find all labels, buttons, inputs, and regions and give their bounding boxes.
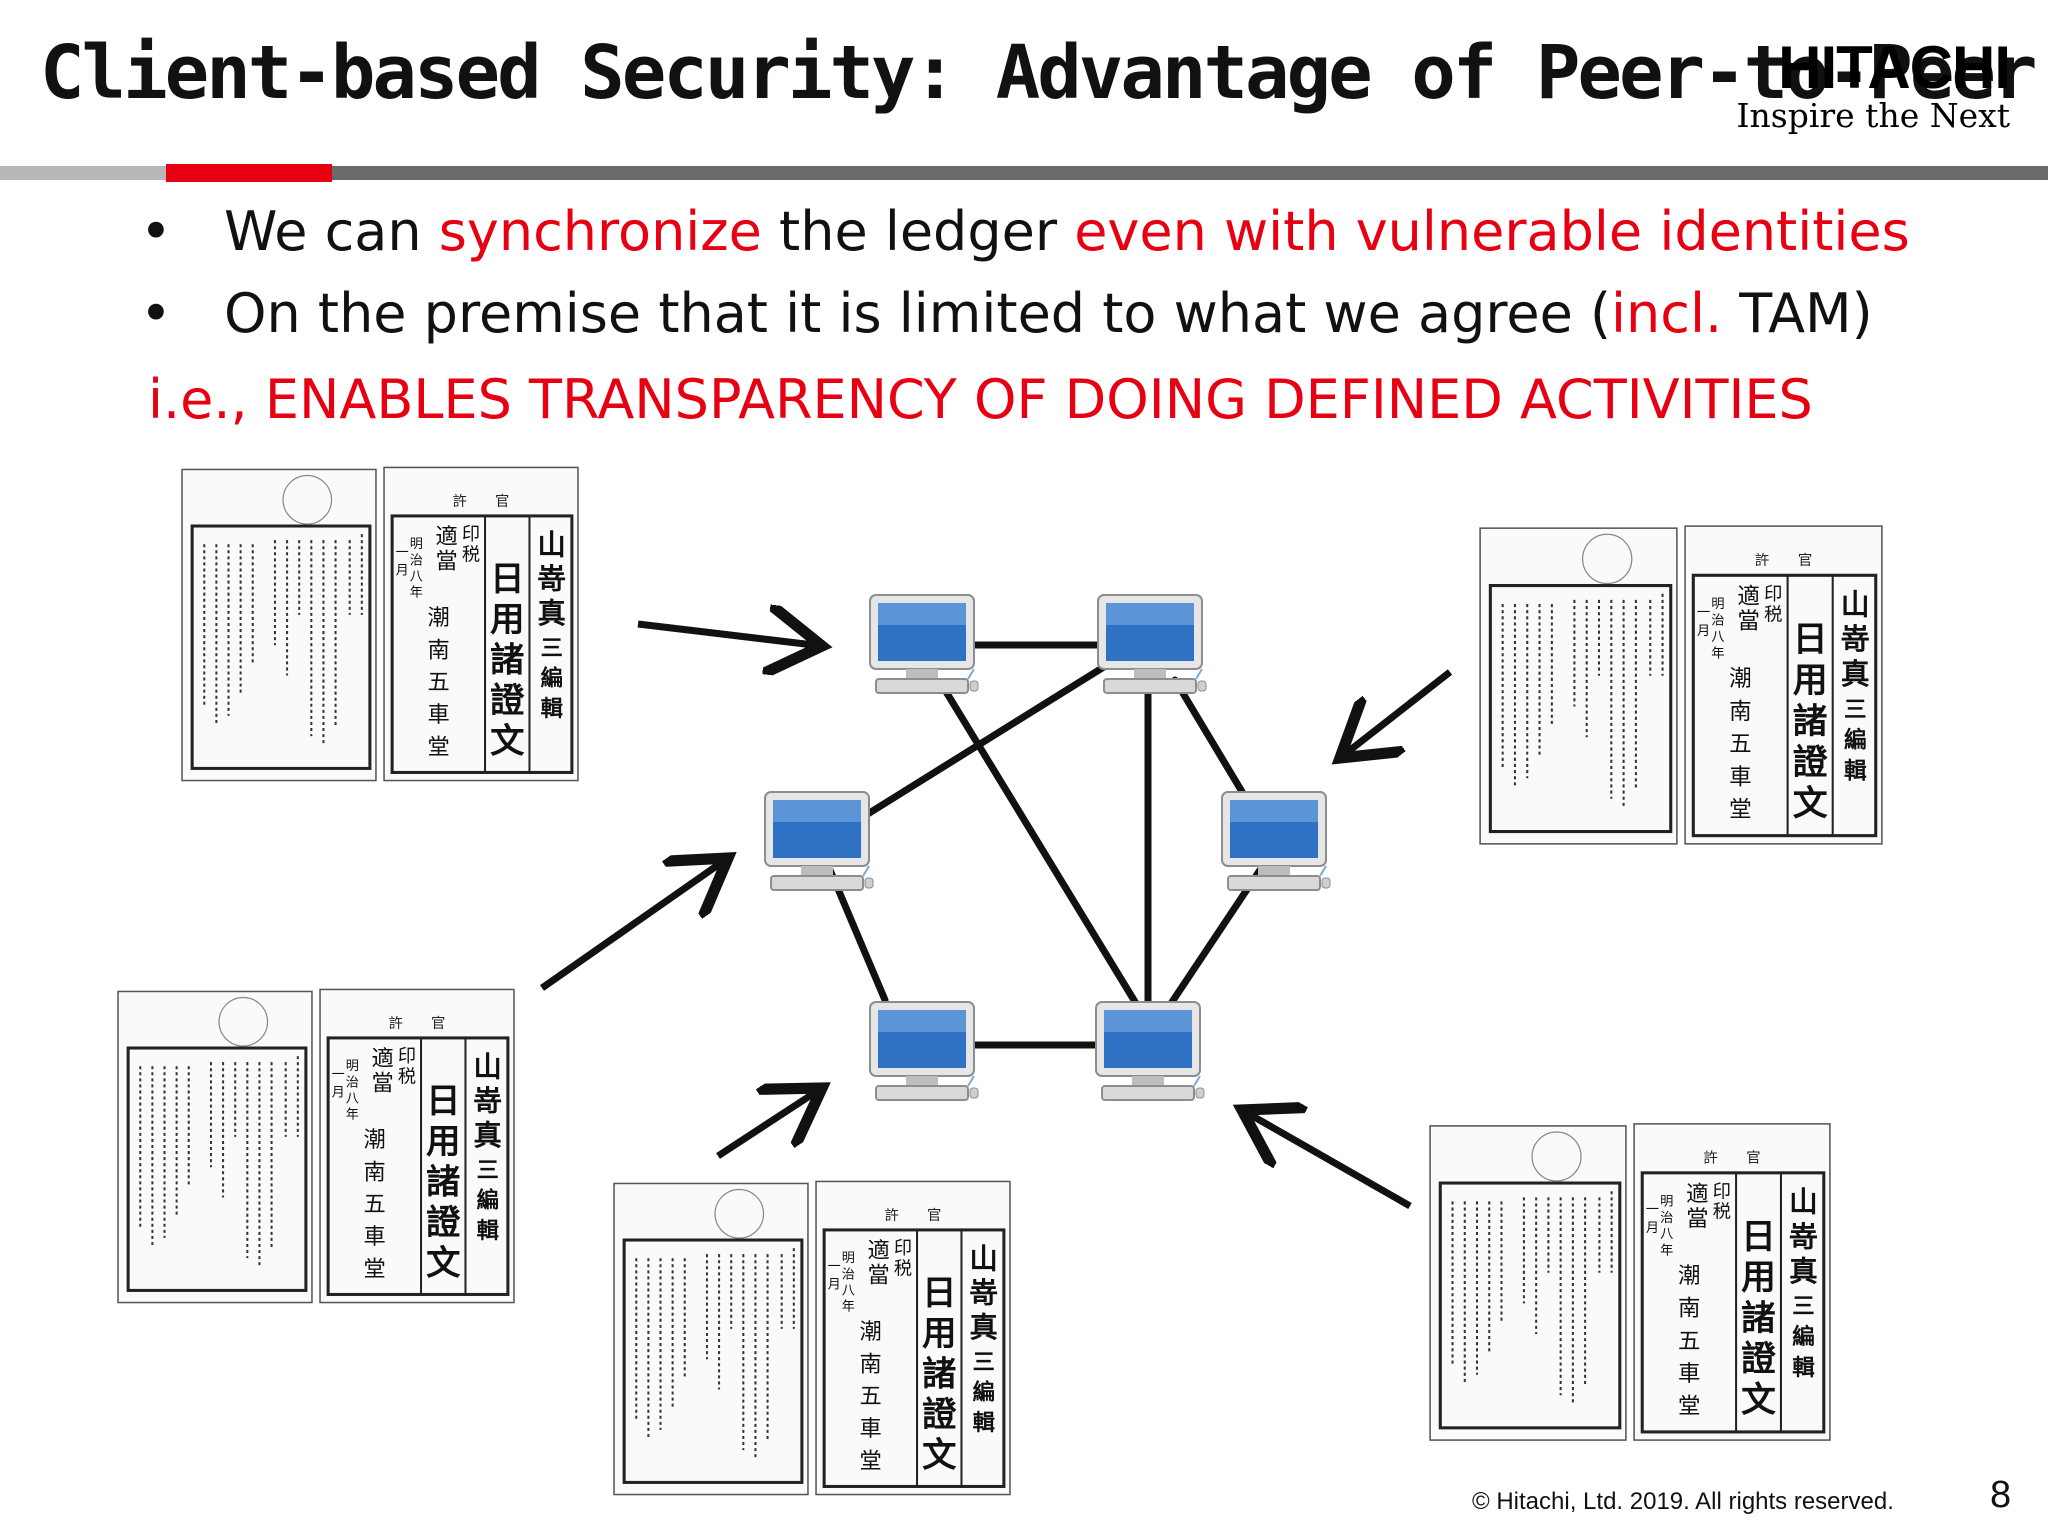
network-link	[854, 656, 1119, 824]
hitachi-logo: HITACHI Inspire the Next	[1710, 34, 2011, 136]
network-node-computer-icon	[1221, 791, 1331, 891]
slide-title: Client-based Security: Advantage of Peer…	[40, 30, 2037, 116]
arrow-icon	[1340, 669, 1453, 758]
network-node-computer-icon	[869, 594, 979, 694]
bullet-text: We can synchronize the ledger even with …	[224, 200, 1910, 263]
network-node-computer-icon	[869, 1001, 979, 1101]
network-link	[1156, 866, 1264, 1024]
arrow-icon	[539, 858, 728, 991]
logo-tagline: Inspire the Next	[1736, 96, 2010, 135]
bullet-symbol: •	[140, 282, 172, 345]
conclusion-text: i.e., ENABLES TRANSPARENCY OF DOING DEFI…	[148, 368, 1813, 431]
bullet-highlight: incl.	[1611, 282, 1723, 345]
bullet-highlight: even with vulnerable identities	[1074, 200, 1910, 263]
title-rule	[0, 166, 2048, 180]
bullet-symbol: •	[140, 200, 172, 263]
bullet-text-part: We can	[224, 200, 439, 263]
logo-wordmark: HITACHI	[1778, 34, 2011, 101]
arrow-icon	[716, 1088, 822, 1159]
copyright-text: © Hitachi, Ltd. 2019. All rights reserve…	[1472, 1488, 1894, 1515]
bullet-text-part: On the premise that it is limited to wha…	[224, 282, 1612, 345]
bullet-text-part: TAM)	[1722, 282, 1873, 345]
network-node-computer-icon	[764, 791, 874, 891]
page-number: 8	[1990, 1474, 2012, 1516]
network-node-computer-icon	[1095, 1001, 1205, 1101]
arrow-icon	[637, 624, 822, 646]
network-node-computer-icon	[1097, 594, 1207, 694]
arrow-icon	[1242, 1110, 1412, 1210]
title-rule-accent	[166, 164, 332, 182]
network-link	[941, 686, 1144, 1014]
bullet-text-part: the ledger	[761, 200, 1075, 263]
network-link	[826, 866, 889, 1004]
bullet-text: On the premise that it is limited to wha…	[224, 282, 1873, 345]
bullet-highlight: synchronize	[438, 200, 762, 263]
title-rule-left	[0, 166, 166, 180]
